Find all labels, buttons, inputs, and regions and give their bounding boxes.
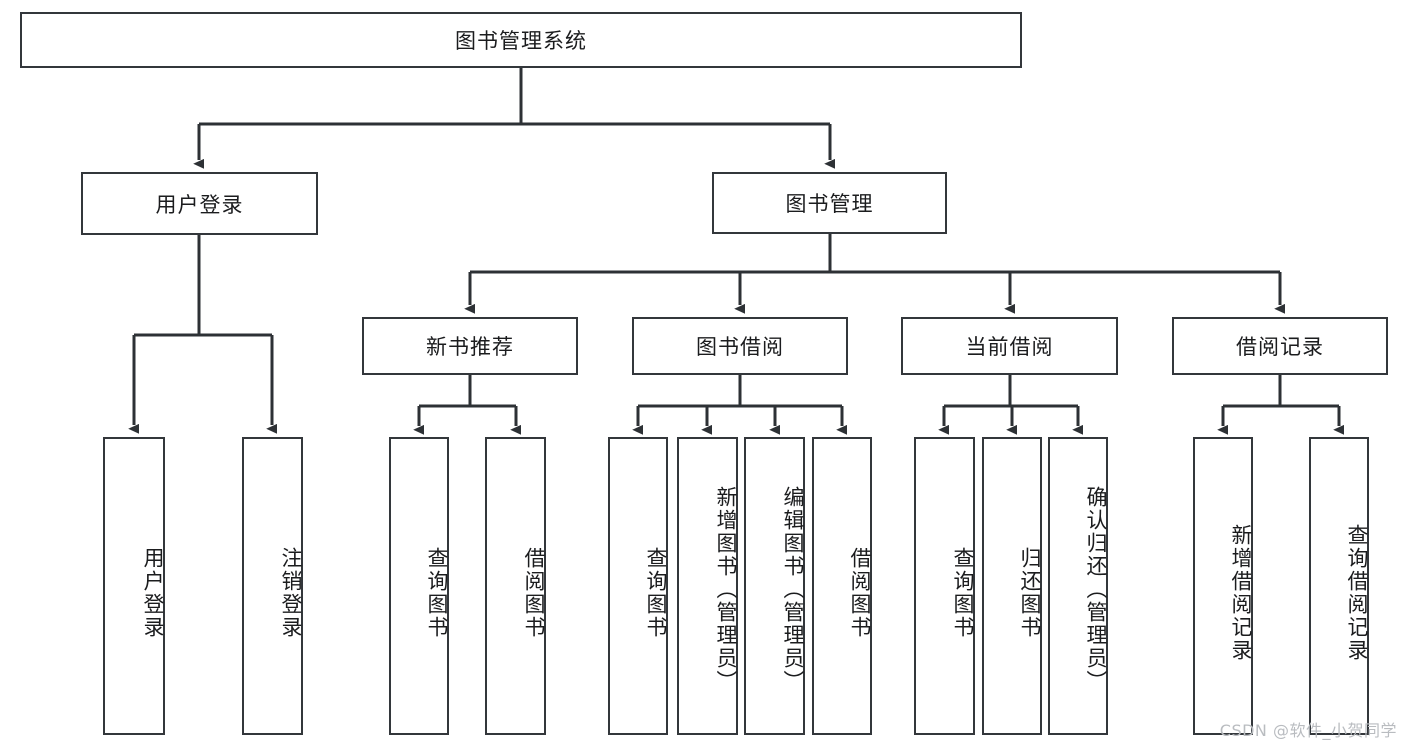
- node-root[interactable]: 图书管理系统: [20, 12, 1022, 68]
- node-leaf-borrow-book-2[interactable]: 借阅图书: [812, 437, 872, 735]
- node-leaf-borrow-book-2-label: 借阅图书: [848, 547, 872, 639]
- node-leaf-query-book-1-label: 查询图书: [425, 547, 449, 639]
- node-new-book-recommend[interactable]: 新书推荐: [362, 317, 578, 375]
- node-book-manage-label: 图书管理: [785, 192, 874, 216]
- node-leaf-add-record-label: 新增借阅记录: [1229, 524, 1253, 662]
- node-leaf-query-book-3[interactable]: 查询图书: [914, 437, 975, 735]
- node-leaf-query-book-1[interactable]: 查询图书: [389, 437, 449, 735]
- node-leaf-logout[interactable]: 注销登录: [242, 437, 303, 735]
- node-leaf-user-login-label: 用户登录: [141, 547, 165, 639]
- node-book-borrow[interactable]: 图书借阅: [632, 317, 848, 375]
- node-root-label: 图书管理系统: [455, 29, 587, 53]
- node-borrow-record-label: 借阅记录: [1236, 335, 1324, 359]
- node-leaf-edit-book[interactable]: 编辑图书（管理员）: [744, 437, 805, 735]
- node-leaf-query-book-2-label: 查询图书: [644, 547, 668, 639]
- node-leaf-return-book[interactable]: 归还图书: [982, 437, 1042, 735]
- node-leaf-confirm-return[interactable]: 确认归还（管理员）: [1048, 437, 1108, 735]
- node-leaf-query-book-3-label: 查询图书: [951, 547, 975, 639]
- node-leaf-confirm-return-label: 确认归还（管理员）: [1084, 485, 1108, 693]
- node-leaf-borrow-book-1[interactable]: 借阅图书: [485, 437, 546, 735]
- node-leaf-add-book-label: 新增图书（管理员）: [714, 485, 738, 693]
- node-leaf-return-book-label: 归还图书: [1018, 547, 1042, 639]
- node-leaf-query-record[interactable]: 查询借阅记录: [1309, 437, 1369, 735]
- node-leaf-edit-book-label: 编辑图书（管理员）: [781, 485, 805, 693]
- node-current-borrow-label: 当前借阅: [965, 335, 1054, 359]
- node-book-manage[interactable]: 图书管理: [712, 172, 947, 234]
- node-leaf-query-record-label: 查询借阅记录: [1345, 524, 1369, 662]
- node-leaf-query-book-2[interactable]: 查询图书: [608, 437, 668, 735]
- node-current-borrow[interactable]: 当前借阅: [901, 317, 1118, 375]
- node-user-login[interactable]: 用户登录: [81, 172, 318, 235]
- node-book-borrow-label: 图书借阅: [696, 335, 784, 359]
- node-leaf-logout-label: 注销登录: [279, 547, 303, 639]
- node-leaf-add-record[interactable]: 新增借阅记录: [1193, 437, 1253, 735]
- node-borrow-record[interactable]: 借阅记录: [1172, 317, 1388, 375]
- node-leaf-borrow-book-1-label: 借阅图书: [522, 547, 546, 639]
- node-leaf-user-login[interactable]: 用户登录: [103, 437, 165, 735]
- node-user-login-label: 用户登录: [155, 192, 244, 217]
- node-leaf-add-book[interactable]: 新增图书（管理员）: [677, 437, 738, 735]
- node-new-book-recommend-label: 新书推荐: [426, 335, 514, 359]
